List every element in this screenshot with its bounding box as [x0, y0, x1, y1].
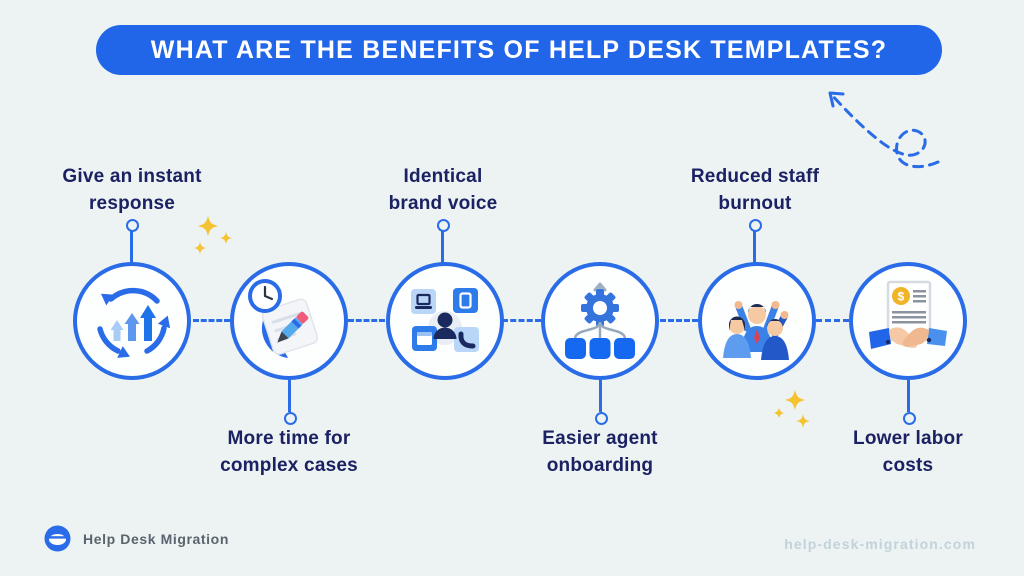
stem-endpoint	[749, 219, 762, 232]
timeline-node: $	[849, 262, 967, 380]
timeline-node	[386, 262, 504, 380]
timeline-node	[698, 262, 816, 380]
benefit-label: Reduced staff burnout	[690, 166, 820, 214]
contract-handshake-icon: $	[869, 280, 947, 349]
stem-endpoint	[595, 412, 608, 425]
stem-endpoint	[126, 219, 139, 232]
stem-line	[441, 230, 444, 264]
stem-endpoint	[437, 219, 450, 232]
time-notes-icon	[248, 279, 319, 358]
benefit-label: Easier agent onboarding	[542, 428, 658, 476]
stem-endpoint	[903, 412, 916, 425]
cycle-growth-icon	[97, 287, 171, 358]
sparkle-icon	[774, 390, 810, 428]
website-url: help-desk-migration.com	[784, 536, 976, 552]
stem-line	[753, 230, 756, 264]
stem-line	[907, 380, 910, 412]
footer-brand: Help Desk Migration	[44, 525, 229, 552]
timeline-connector	[193, 319, 230, 322]
benefit-label: Lower labor costs	[853, 428, 963, 476]
brand-logo-icon	[44, 525, 71, 552]
curved-arrow-icon	[828, 91, 940, 169]
stem-line	[599, 380, 602, 412]
gear-workflow-icon	[565, 282, 635, 359]
page-title: WHAT ARE THE BENEFITS OF HELP DESK TEMPL…	[150, 35, 888, 64]
benefit-label: Identical brand voice	[388, 166, 498, 214]
timeline-connector	[348, 319, 385, 322]
timeline-connector	[660, 319, 698, 322]
sparkle-icon	[194, 216, 232, 254]
stem-endpoint	[284, 412, 297, 425]
timeline-connector	[502, 319, 541, 322]
title-banner: WHAT ARE THE BENEFITS OF HELP DESK TEMPL…	[96, 25, 942, 75]
benefit-label: More time for complex cases	[220, 428, 358, 476]
happy-team-icon	[723, 301, 789, 360]
dollar-sign-glyph: $	[898, 290, 905, 304]
timeline-node	[541, 262, 659, 380]
timeline-node	[230, 262, 348, 380]
brand-channels-icon	[411, 288, 479, 352]
timeline-node	[73, 262, 191, 380]
stem-line	[130, 230, 133, 264]
benefit-label: Give an instant response	[62, 166, 202, 214]
timeline-connector	[816, 319, 849, 322]
brand-name: Help Desk Migration	[83, 530, 229, 547]
stem-line	[288, 380, 291, 412]
